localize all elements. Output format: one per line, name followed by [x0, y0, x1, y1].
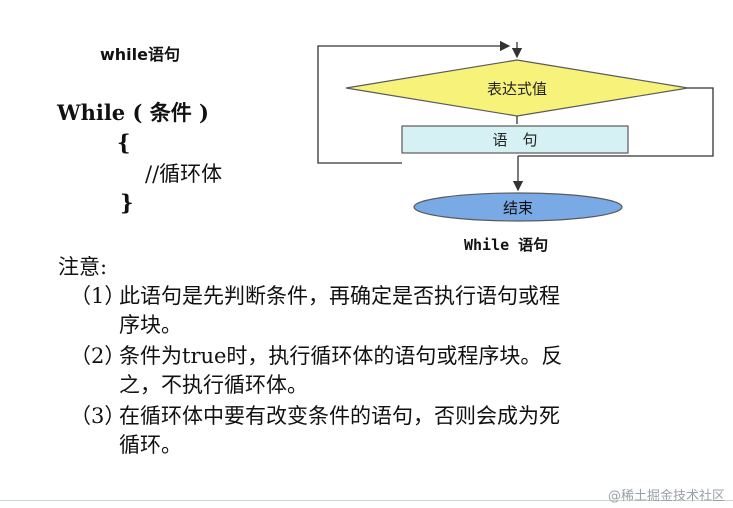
- notes-title: 注意:: [58, 255, 108, 279]
- note-number: （1）: [70, 284, 126, 308]
- loop-back-arrow: [317, 40, 511, 164]
- condition-diamond: [345, 59, 689, 117]
- note-line: 序块。: [119, 313, 182, 337]
- note-number: （3）: [70, 404, 126, 428]
- end-terminal: [413, 192, 623, 222]
- condition-label: 表达式值: [487, 80, 547, 98]
- note-line: 循环。: [119, 433, 182, 457]
- statement-box: [401, 125, 629, 154]
- code-line-open-brace: {: [117, 130, 131, 155]
- flowchart-caption: While 语句: [464, 236, 549, 254]
- code-line-while: While ( 条件 ): [57, 100, 209, 125]
- bottom-divider: [0, 500, 733, 501]
- code-line-close-brace: }: [120, 190, 134, 215]
- note-line: 在循环体中要有改变条件的语句，否则会成为死: [119, 404, 560, 428]
- watermark: @稀土掘金技术社区: [607, 489, 725, 504]
- slide-subtitle: while语句: [100, 45, 180, 64]
- false-branch-line: [518, 87, 714, 157]
- note-line: 之，不执行循环体。: [119, 373, 308, 397]
- statement-label: 语 句: [492, 131, 537, 149]
- code-line-comment: //循环体: [145, 162, 223, 186]
- end-label: 结束: [503, 199, 533, 217]
- note-line: 条件为true时，执行循环体的语句或程序块。反: [119, 344, 563, 368]
- note-number: （2）: [70, 344, 126, 368]
- note-line: 此语句是先判断条件，再确定是否执行语句或程: [119, 284, 560, 308]
- while-flowchart: 表达式值 语 句 结束: [317, 40, 714, 222]
